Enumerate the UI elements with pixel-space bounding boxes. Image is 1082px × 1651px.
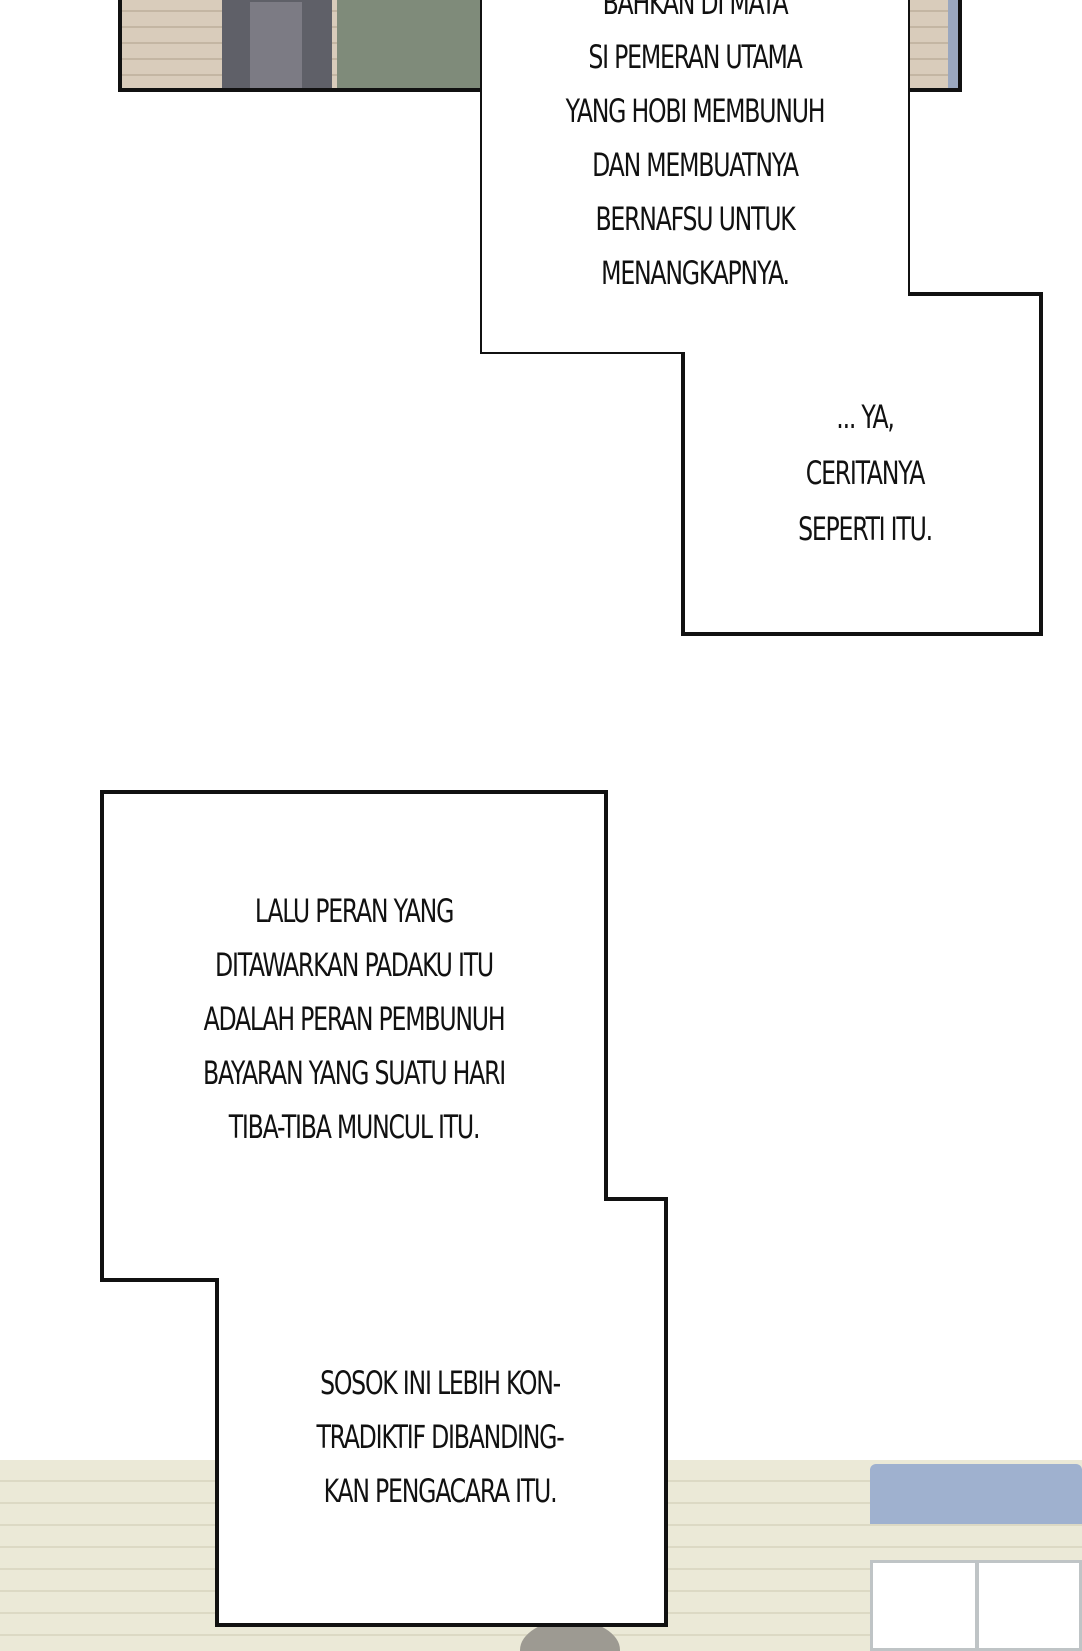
- caption-line: DAN MEMBUATNYA: [592, 146, 799, 184]
- caption-line: ADALAH PERAN PEMBUNUH: [203, 1000, 506, 1038]
- caption-line: BAYARAN YANG SUATU HARI: [203, 1054, 506, 1092]
- caption-line: TRADIKTIF DIBANDING-: [316, 1418, 564, 1456]
- caption-box-top-continuation: ... YA, CERITANYA SEPERTI ITU.: [740, 390, 990, 570]
- caption-line: SI PEMERAN UTAMA: [588, 38, 802, 76]
- caption-box-middle: LALU PERAN YANG DITAWARKAN PADAKU ITU AD…: [104, 880, 604, 1160]
- caption-line: MENANGKAPNYA.: [601, 254, 790, 292]
- caption-line: LALU PERAN YANG: [254, 892, 455, 930]
- awning-shape: [870, 1464, 1082, 1524]
- caption-line: SOSOK INI LEBIH KON-: [320, 1364, 561, 1402]
- caption-line: BERNAFSU UNTUK: [595, 200, 795, 238]
- caption-line: TIBA-TIBA MUNCUL ITU.: [228, 1108, 481, 1146]
- caption-box-middle-continuation: SOSOK INI LEBIH KON- TRADIKTIF DIBANDING…: [220, 1360, 660, 1540]
- caption-line: SEPERTI ITU.: [798, 510, 933, 548]
- window-edge: [948, 0, 958, 88]
- window-divider: [975, 1560, 979, 1651]
- caption-line: ... YA,: [836, 398, 895, 436]
- caption-box-top: BAHKAN DI MATA SI PEMERAN UTAMA YANG HOB…: [482, 0, 908, 352]
- caption-line: DITAWARKAN PADAKU ITU: [215, 946, 494, 984]
- caption-line: BAHKAN DI MATA: [602, 0, 789, 22]
- caption-line: CERITANYA: [805, 454, 926, 492]
- caption-line: KAN PENGACARA ITU.: [323, 1472, 558, 1510]
- caption-line: YANG HOBI MEMBUNUH: [565, 92, 826, 130]
- chair-shape: [250, 2, 302, 88]
